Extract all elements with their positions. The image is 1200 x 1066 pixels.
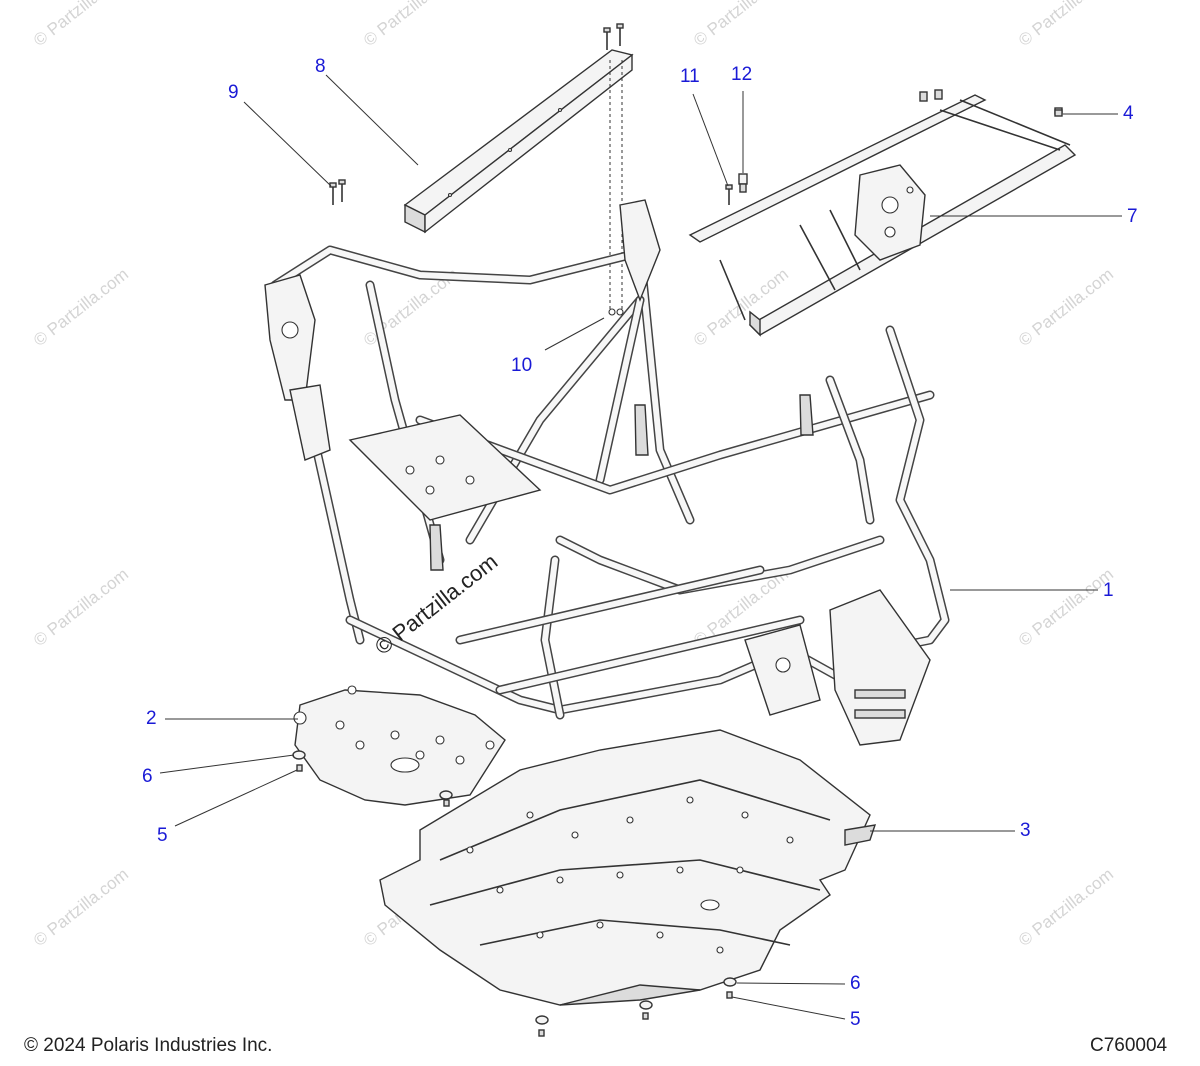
part-7-rear-subframe	[688, 89, 1077, 337]
part-2-front-skid-plate	[293, 685, 506, 806]
part-5-6-fasteners	[292, 109, 1063, 1037]
callout-6: 6	[850, 973, 861, 994]
part-11-12-fasteners	[725, 173, 748, 205]
part-1-main-frame	[264, 199, 950, 746]
callout-8: 8	[315, 56, 326, 77]
callout-2: 2	[146, 708, 157, 729]
callout-11: 11	[680, 66, 700, 87]
callout-1: 1	[1103, 580, 1114, 601]
copyright-text: © 2024 Polaris Industries Inc.	[24, 1035, 273, 1056]
callout-5: 5	[157, 825, 168, 846]
callout-9: 9	[228, 82, 239, 103]
callout-5: 5	[850, 1009, 861, 1030]
diagram-code: C760004	[1090, 1035, 1168, 1056]
part-3-main-skid-plate	[379, 729, 877, 1006]
callout-4: 4	[1123, 103, 1134, 124]
leader-lines	[159, 74, 1122, 1020]
callout-6: 6	[142, 766, 153, 787]
callout-10: 10	[511, 355, 533, 376]
callout-12: 12	[731, 64, 753, 85]
callout-3: 3	[1020, 820, 1031, 841]
callout-7: 7	[1127, 206, 1138, 227]
part-8-upper-cross-tube	[403, 49, 634, 234]
